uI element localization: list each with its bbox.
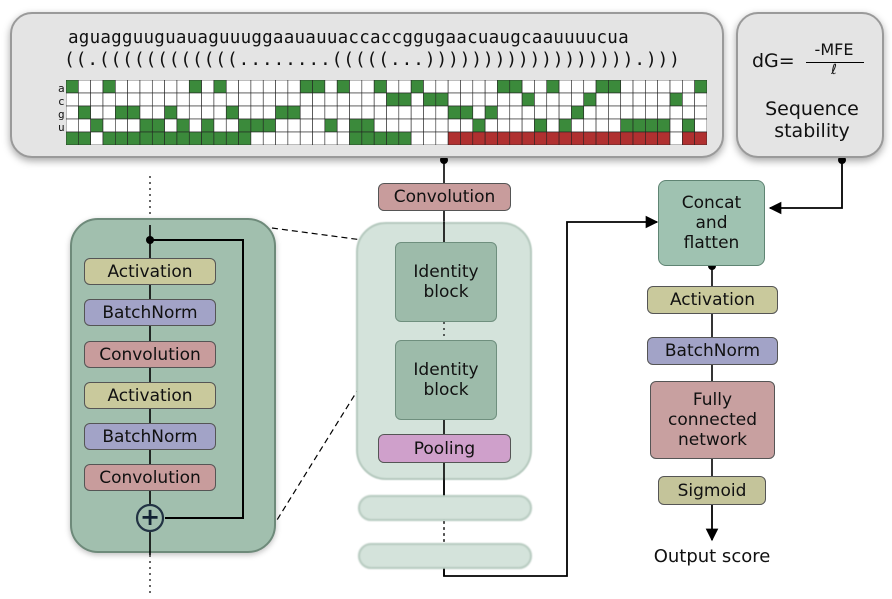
fc-line2: connected — [667, 410, 758, 430]
fraction-bar — [806, 62, 864, 63]
identity-block-2-line1: Identity — [413, 360, 479, 380]
label-a: a — [58, 82, 65, 95]
concat-line1: Concat — [681, 193, 742, 213]
stability-title-line1: Sequence — [765, 98, 859, 120]
concat-line2: and — [695, 213, 728, 233]
fc-line3: network — [677, 430, 748, 450]
stability-to-concat-arrow — [768, 160, 843, 215]
plus-icon: + — [139, 503, 161, 531]
dg-formula: dG= -MFE ℓ — [752, 40, 872, 84]
concat-line3: flatten — [683, 233, 740, 253]
label-g: g — [58, 108, 65, 121]
add-node — [135, 503, 165, 533]
fc-line1: Fully — [692, 390, 733, 410]
mid-convolution: Convolution — [378, 183, 511, 211]
res-convolution-1: Convolution — [84, 341, 216, 368]
fully-connected-network: Fully connected network — [650, 381, 775, 459]
identity-block-2-line2: block — [423, 380, 469, 400]
res-convolution-2: Convolution — [84, 464, 216, 491]
residual-stage-3 — [358, 543, 532, 569]
identity-block-1: Identity block — [395, 242, 497, 322]
identity-block-1-line1: Identity — [413, 262, 479, 282]
sigmoid-layer: Sigmoid — [658, 476, 766, 505]
stability-title-line2: stability — [774, 120, 850, 142]
skip-connection — [150, 239, 244, 519]
pooling-layer: Pooling — [378, 434, 511, 463]
res-batchnorm-1: BatchNorm — [84, 299, 216, 326]
concat-flatten-block: Concat and flatten — [658, 180, 765, 266]
formula-numerator: -MFE — [814, 40, 854, 59]
res-activation-1: Activation — [84, 258, 216, 285]
secondary-structure: ((.((((((((((((........(((((...)))))))))… — [64, 49, 681, 70]
res-batchnorm-2: BatchNorm — [84, 423, 216, 450]
formula-denominator: ℓ — [831, 62, 837, 78]
head-batchnorm: BatchNorm — [647, 337, 778, 365]
residual-stage-2 — [358, 495, 532, 521]
identity-block-2: Identity block — [395, 340, 497, 420]
zoom-line-top — [271, 227, 401, 246]
res-activation-2: Activation — [84, 382, 216, 409]
sequence-encoding-panel: aguagguuguauaguuuggaauauuaccaccggugaacua… — [10, 12, 724, 158]
output-score-label: Output score — [653, 546, 771, 567]
one-hot-grid — [66, 80, 707, 145]
sequence-output-node — [440, 156, 448, 164]
sequence-stability-panel: dG= -MFE ℓ Sequence stability — [736, 12, 884, 158]
head-activation: Activation — [647, 286, 778, 314]
label-u: u — [58, 121, 65, 134]
identity-block-1-line2: block — [423, 282, 469, 302]
label-c: c — [58, 95, 65, 108]
dg-label: dG= — [752, 50, 795, 72]
nucleotide-sequence: aguagguuguauaguuuggaauauuaccaccggugaacua… — [68, 28, 629, 48]
one-hot-labels: a c g u — [58, 82, 72, 134]
